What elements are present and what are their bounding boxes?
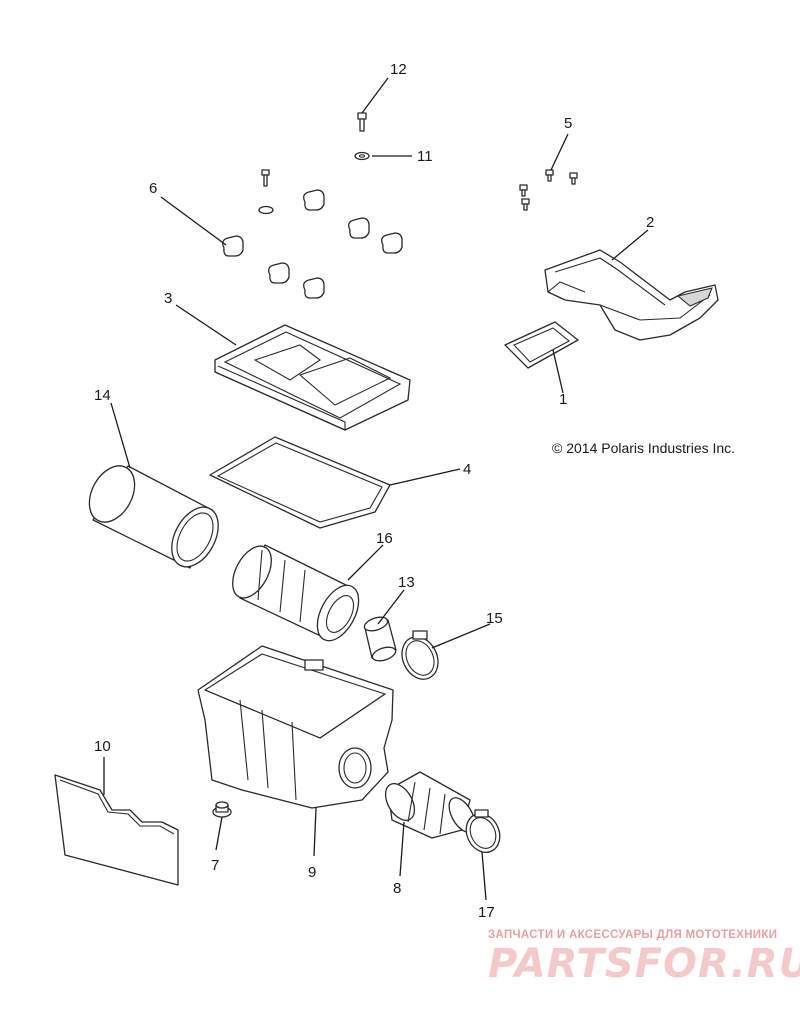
part-7-grommet	[212, 801, 232, 818]
callout-12: 12	[390, 61, 407, 78]
part-4-seal	[209, 436, 391, 529]
callout-14: 14	[94, 387, 111, 404]
callout-11: 11	[417, 148, 433, 165]
part-12-bolt	[357, 112, 367, 132]
part-6-clip-group	[222, 169, 403, 299]
part-5-screws	[519, 169, 578, 211]
callout-labels: 12 11 6 5 2 1 3 4 14 16 13 15 10 7 9 8 1…	[94, 61, 654, 921]
callout-3: 3	[164, 290, 172, 307]
callout-2: 2	[646, 214, 654, 231]
part-11-washer	[354, 151, 370, 161]
callout-17: 17	[478, 904, 495, 921]
callout-10: 10	[94, 738, 111, 755]
part-13-coupler	[363, 616, 397, 662]
copyright-notice: © 2014 Polaris Industries Inc.	[552, 440, 736, 456]
callout-9: 9	[308, 864, 316, 881]
callout-6: 6	[149, 180, 157, 197]
part-15-clamp	[401, 630, 439, 680]
callout-16: 16	[376, 530, 393, 547]
part-16-air-filter	[232, 544, 360, 642]
part-1-gasket-plate	[504, 321, 579, 369]
callout-5: 5	[564, 115, 572, 132]
callout-15: 15	[486, 610, 503, 627]
watermark-brand: PARTSFOR.RU	[488, 941, 800, 987]
part-8-outlet-boot	[384, 771, 476, 839]
part-2-intake-duct	[544, 249, 719, 341]
callout-4: 4	[463, 461, 471, 478]
part-3-airbox-cover	[214, 324, 411, 431]
watermark-tagline: ЗАПЧАСТИ И АКСЕССУАРЫ ДЛЯ МОТОТЕХНИКИ	[488, 929, 778, 941]
part-10-side-panel	[54, 774, 179, 886]
part-14-prefilter-sleeve	[88, 465, 219, 569]
part-9-airbox-base	[197, 645, 394, 809]
callout-13: 13	[398, 574, 415, 591]
callout-8: 8	[393, 880, 401, 897]
callout-7: 7	[211, 857, 219, 874]
callout-1: 1	[559, 391, 567, 408]
leader-lines	[103, 77, 649, 901]
part-17-clamp	[465, 809, 501, 853]
